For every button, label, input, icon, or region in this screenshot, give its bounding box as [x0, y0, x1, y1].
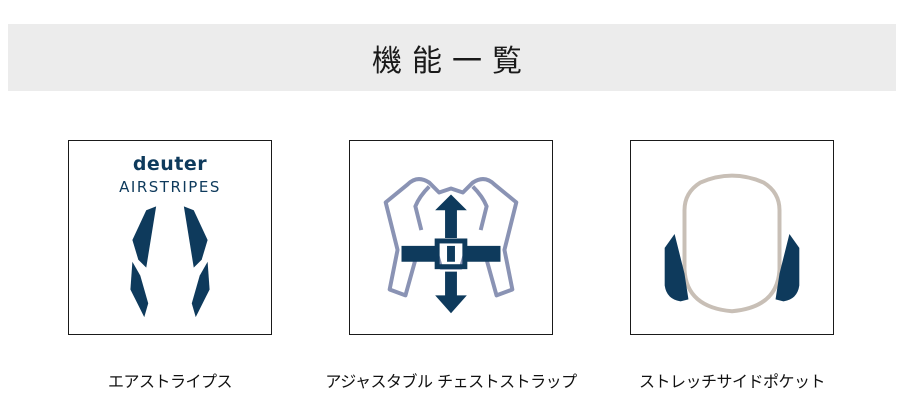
feature-label-airstripes: エアストライプス [107, 372, 233, 391]
airstripes-back-panel-icon [130, 206, 210, 318]
adjustable-chest-strap-icon [383, 177, 519, 314]
feature-card-side-pocket[interactable] [630, 140, 834, 335]
feature-label-side-pocket: ストレッチサイドポケット [638, 372, 826, 391]
page-title: 機能一覧 [372, 43, 532, 79]
stretch-side-pocket-icon [664, 173, 800, 314]
brand-logo-text: deuter [132, 153, 208, 175]
feature-card-chest-strap[interactable] [349, 140, 553, 335]
feature-card-airstripes[interactable]: deuter AIRSTRIPES [68, 140, 272, 335]
feature-label-chest-strap: アジャスタブル チェストストラップ [325, 372, 577, 391]
brand-subtitle: AIRSTRIPES [119, 178, 221, 196]
header-banner: 機能一覧 [8, 24, 896, 91]
